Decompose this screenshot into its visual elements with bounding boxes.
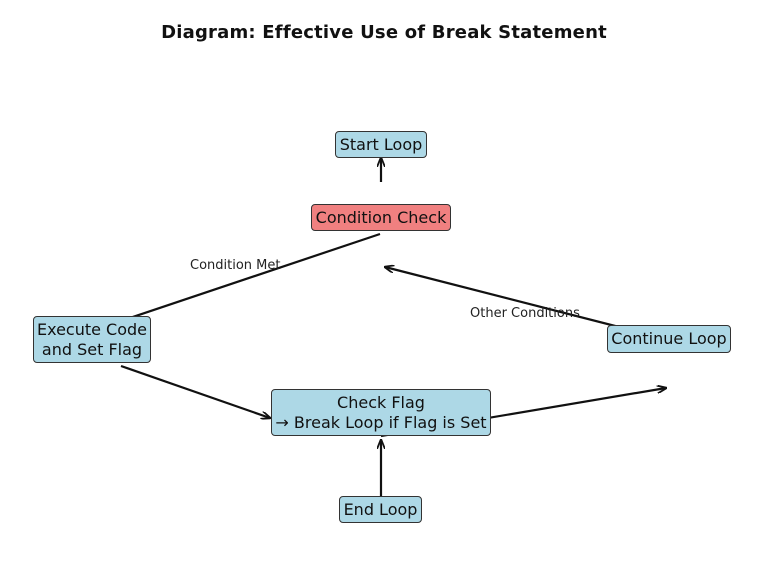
diagram-title: Diagram: Effective Use of Break Statemen… [161, 22, 607, 43]
node-execute-code: Execute Code and Set Flag [33, 316, 151, 363]
arrow-condition-met [94, 232, 381, 330]
node-end-loop: End Loop [339, 496, 422, 523]
node-continue-loop: Continue Loop [607, 325, 731, 353]
edge-label-condition-met: Condition Met [190, 258, 281, 273]
arrow-to-check-flag [120, 364, 270, 418]
node-check-flag: Check Flag → Break Loop if Flag is Set [271, 389, 491, 436]
node-condition-check: Condition Check [311, 204, 451, 231]
edge-label-other-conditions: Other Conditions [470, 306, 580, 321]
node-start-loop: Start Loop [335, 131, 427, 158]
